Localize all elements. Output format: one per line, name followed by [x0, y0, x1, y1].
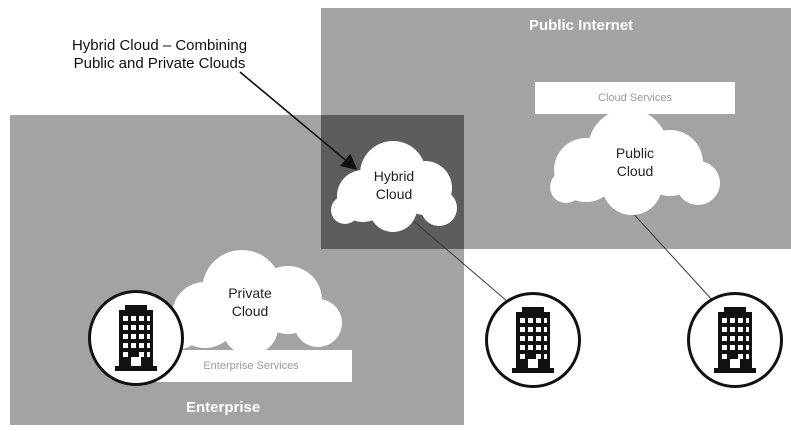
enterprise-services-bar: Enterprise Services: [150, 350, 352, 382]
public-site-building-icon: [687, 292, 783, 388]
enterprise-building-icon: [88, 290, 184, 386]
public-cloud-label-2: Cloud: [616, 163, 654, 179]
public-cloud-label-1: Public: [615, 145, 655, 161]
hybrid-cloud-label-1: Hybrid: [373, 168, 415, 184]
hybrid-cloud: Hybrid Cloud: [327, 138, 461, 236]
private-cloud-label-2: Cloud: [231, 303, 269, 319]
annotation-line-1: Hybrid Cloud – Combining: [71, 37, 248, 54]
hybrid-site-building-icon: [485, 292, 581, 388]
hybrid-cloud-shape: [331, 141, 457, 232]
enterprise-label: Enterprise: [186, 399, 261, 416]
hybrid-cloud-label-2: Cloud: [375, 186, 413, 202]
building-icon: [512, 307, 554, 373]
building-icon: [714, 307, 756, 373]
annotation-line-2: Public and Private Clouds: [73, 55, 246, 72]
enterprise-services-label: Enterprise Services: [203, 360, 299, 372]
cloud-services-label: Cloud Services: [598, 92, 672, 104]
cloud-services-bar: Cloud Services: [535, 82, 735, 114]
hybrid-cloud-annotation: Hybrid Cloud – Combining Public and Priv…: [52, 37, 267, 73]
public-cloud-shape: [550, 109, 720, 215]
public-internet-label: Public Internet: [529, 17, 634, 34]
building-icon: [115, 305, 157, 371]
public-cloud: Public Cloud: [546, 105, 724, 217]
private-cloud-label-1: Private: [228, 285, 272, 301]
